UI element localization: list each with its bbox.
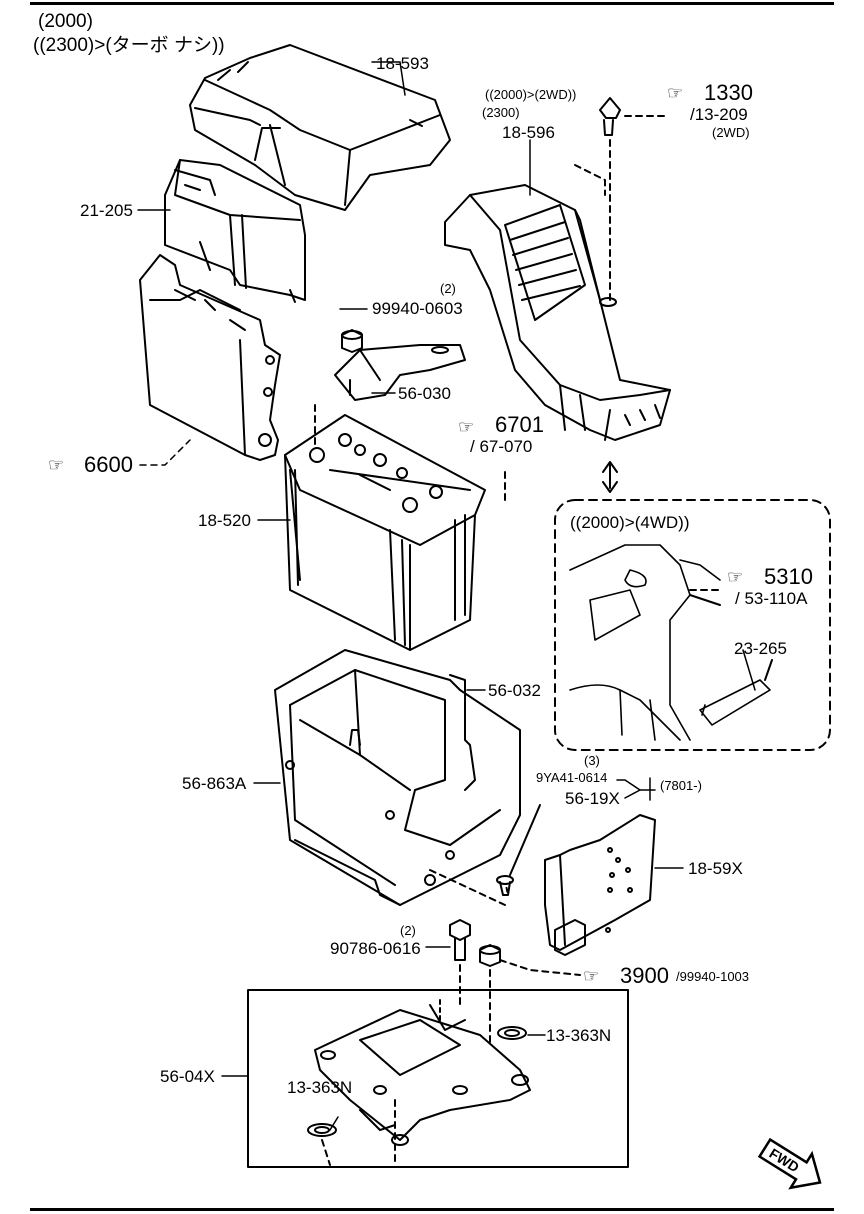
battery	[284, 414, 486, 651]
pointing-hand-icon: ☞	[583, 966, 600, 986]
pointing-hand-icon: ☞	[667, 83, 684, 103]
air-duct	[444, 184, 671, 441]
label-90786-qty: (2)	[400, 923, 416, 938]
mount-nut	[479, 944, 501, 967]
label-99940-0603-qty: (2)	[440, 281, 456, 296]
label-18-596: 18-596	[502, 123, 555, 142]
battery-clamp	[334, 344, 466, 401]
label-13-363n-left: 13-363N	[287, 1078, 353, 1097]
bottom-rule	[30, 1208, 834, 1211]
label-56-863a: 56-863A	[182, 774, 247, 793]
clamp-nut	[341, 329, 363, 353]
ref-5310-sub: / 53-110A	[735, 589, 808, 608]
label-56-030: 56-030	[398, 384, 451, 403]
label-13-363n-right: 13-363N	[546, 1026, 612, 1045]
clip-fastener	[599, 97, 621, 136]
side-cover	[544, 814, 656, 956]
ref-1330-note: (2WD)	[712, 125, 750, 140]
ref-3900-sub: /99940-1003	[676, 969, 750, 984]
ref-6600[interactable]: 6600	[84, 452, 133, 477]
ecu-module	[139, 254, 281, 461]
pointing-hand-icon: ☞	[727, 567, 744, 587]
pointing-hand-icon: ☞	[48, 455, 65, 475]
screw-56-19x	[496, 875, 514, 896]
label-9ya41-0614: 9YA41-0614	[536, 770, 608, 785]
label-7801: (7801-)	[660, 778, 702, 793]
ref-1330[interactable]: 1330	[704, 80, 753, 105]
pointing-hand-icon: ☞	[458, 417, 475, 437]
grommet-right	[497, 1026, 527, 1040]
ref-1330-sub: /13-209	[690, 105, 748, 124]
battery-tray	[274, 649, 521, 906]
fwd-arrow-icon: FWD	[755, 1135, 830, 1195]
label-18-593: 18-593	[376, 54, 429, 73]
label-18-596-note2: (2300)	[482, 105, 520, 120]
label-99940-0603: 99940-0603	[372, 299, 463, 318]
label-56-032: 56-032	[488, 681, 541, 700]
label-18-520: 18-520	[198, 511, 251, 530]
ref-6701[interactable]: 6701	[495, 412, 544, 437]
ref-3900[interactable]: 3900	[620, 963, 669, 988]
ref-5310[interactable]: 5310	[764, 564, 813, 589]
ref-6701-sub: / 67-070	[470, 437, 533, 456]
up-down-arrow	[602, 461, 618, 493]
header-line-2: ((2300)>(ターボ ナシ))	[33, 35, 225, 56]
label-90786-0616: 90786-0616	[330, 939, 421, 958]
label-18-59x: 18-59X	[688, 859, 743, 878]
battery-cover-top	[189, 44, 451, 211]
top-rule	[30, 2, 834, 5]
grommet-left	[307, 1123, 337, 1137]
label-23-265: 23-265	[734, 639, 787, 658]
bolt	[449, 919, 471, 961]
label-56-04x: 56-04X	[160, 1067, 215, 1086]
label-9ya41-qty: (3)	[584, 753, 600, 768]
label-56-19x: 56-19X	[565, 789, 620, 808]
inset-title: ((2000)>(4WD))	[570, 513, 690, 532]
battery-base	[314, 999, 531, 1146]
header-line-1: (2000)	[38, 11, 93, 32]
inset-body-panel	[569, 544, 771, 741]
label-21-205: 21-205	[80, 201, 133, 220]
label-18-596-note1: ((2000)>(2WD))	[485, 87, 577, 102]
fuse-box	[164, 159, 306, 303]
